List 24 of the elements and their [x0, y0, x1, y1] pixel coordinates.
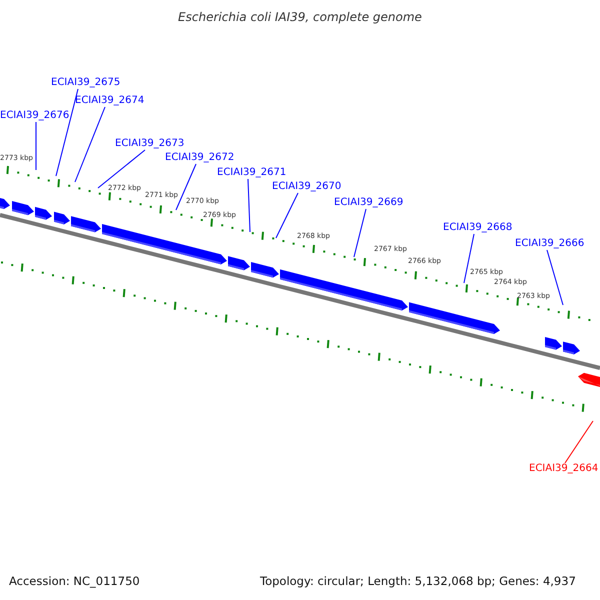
gene-label: ECIAI39_2668	[443, 222, 512, 233]
leader-line	[546, 250, 564, 306]
leader-line	[56, 88, 78, 176]
gene-label: ECIAI39_2671	[217, 167, 286, 178]
gene-label: ECIAI39_2664	[529, 463, 598, 474]
gene-label: ECIAI39_2674	[75, 95, 144, 106]
leader-line	[176, 164, 196, 210]
leader-line	[98, 150, 146, 188]
leader-line	[464, 234, 474, 284]
footer-text: Accession: NC_011750	[9, 574, 140, 588]
leader-line	[74, 106, 106, 182]
title: Escherichia coli IAI39, complete genome	[177, 10, 423, 24]
gene-label: ECIAI39_2675	[51, 77, 120, 88]
leader-line	[276, 192, 298, 238]
leader-line	[354, 208, 366, 258]
leader-line	[564, 420, 594, 464]
gene-label: ECIAI39_2666	[515, 238, 584, 249]
gene-label: ECIAI39_2673	[115, 138, 184, 149]
gene-label: ECIAI39_2676	[0, 110, 70, 121]
gene-label: ECIAI39_2672	[165, 152, 234, 163]
leader-line	[248, 178, 250, 232]
gene-label: ECIAI39_2669	[334, 197, 404, 208]
gene-label: ECIAI39_2670	[272, 181, 342, 192]
footer-text: Topology: circular; Length: 5,132,068 bp; Genes: 4,937	[260, 574, 576, 588]
